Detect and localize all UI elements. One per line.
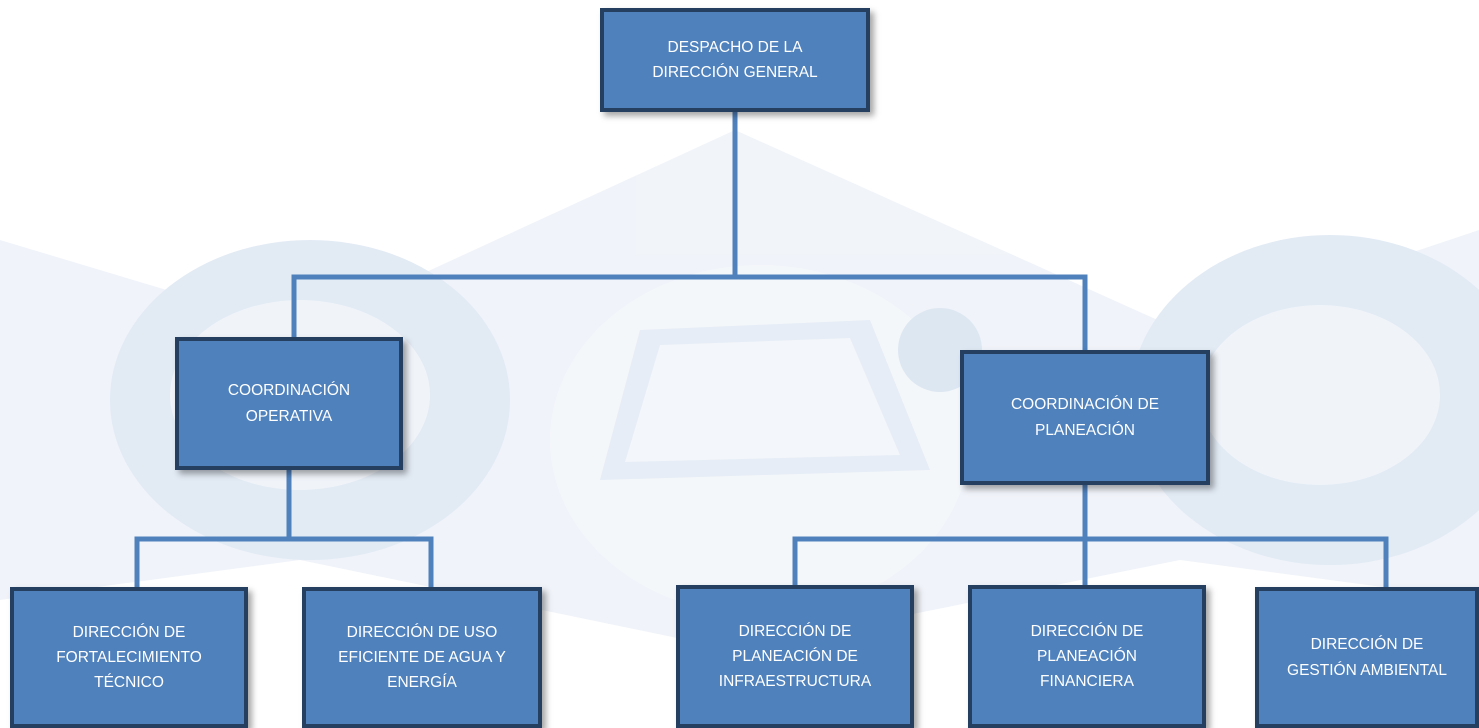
node-coordinacion-planeacion[interactable]: COORDINACIÓN DE PLANEACIÓN (960, 350, 1210, 485)
node-label: COORDINACIÓN DE PLANEACIÓN (1010, 396, 1160, 439)
node-direccion-planeacion-financiera[interactable]: DIRECCIÓN DE PLANEACIÓN FINANCIERA (968, 585, 1206, 728)
node-label: COORDINACIÓN OPERATIVA (227, 382, 351, 425)
node-direccion-fortalecimiento-tecnico[interactable]: DIRECCIÓN DE FORTALECIMIENTO TÉCNICO (10, 587, 248, 728)
watermark-logo (0, 130, 1479, 650)
node-direccion-gestion-ambiental[interactable]: DIRECCIÓN DE GESTIÓN AMBIENTAL (1255, 587, 1479, 728)
node-coordinacion-operativa[interactable]: COORDINACIÓN OPERATIVA (175, 337, 403, 470)
node-direccion-planeacion-infraestructura[interactable]: DIRECCIÓN DE PLANEACIÓN DE INFRAESTRUCTU… (676, 585, 914, 728)
node-label: DIRECCIÓN DE GESTIÓN AMBIENTAL (1287, 636, 1447, 679)
node-label: DIRECCIÓN DE FORTALECIMIENTO TÉCNICO (56, 623, 202, 692)
connector-planeacion-to-directions (792, 479, 1389, 593)
node-label: DIRECCIÓN DE PLANEACIÓN DE INFRAESTRUCTU… (718, 622, 872, 691)
node-direccion-uso-eficiente[interactable]: DIRECCIÓN DE USO EFICIENTE DE AGUA Y ENE… (302, 587, 542, 728)
connector-operativa-to-directions (134, 462, 434, 603)
node-despacho-direccion-general[interactable]: DESPACHO DE LA DIRECCIÓN GENERAL (600, 8, 870, 112)
node-label: DIRECCIÓN DE PLANEACIÓN FINANCIERA (1030, 622, 1144, 691)
node-label: DESPACHO DE LA DIRECCIÓN GENERAL (652, 38, 818, 81)
connector-root-to-coordinations (291, 109, 1088, 355)
node-label: DIRECCIÓN DE USO EFICIENTE DE AGUA Y ENE… (338, 623, 506, 692)
